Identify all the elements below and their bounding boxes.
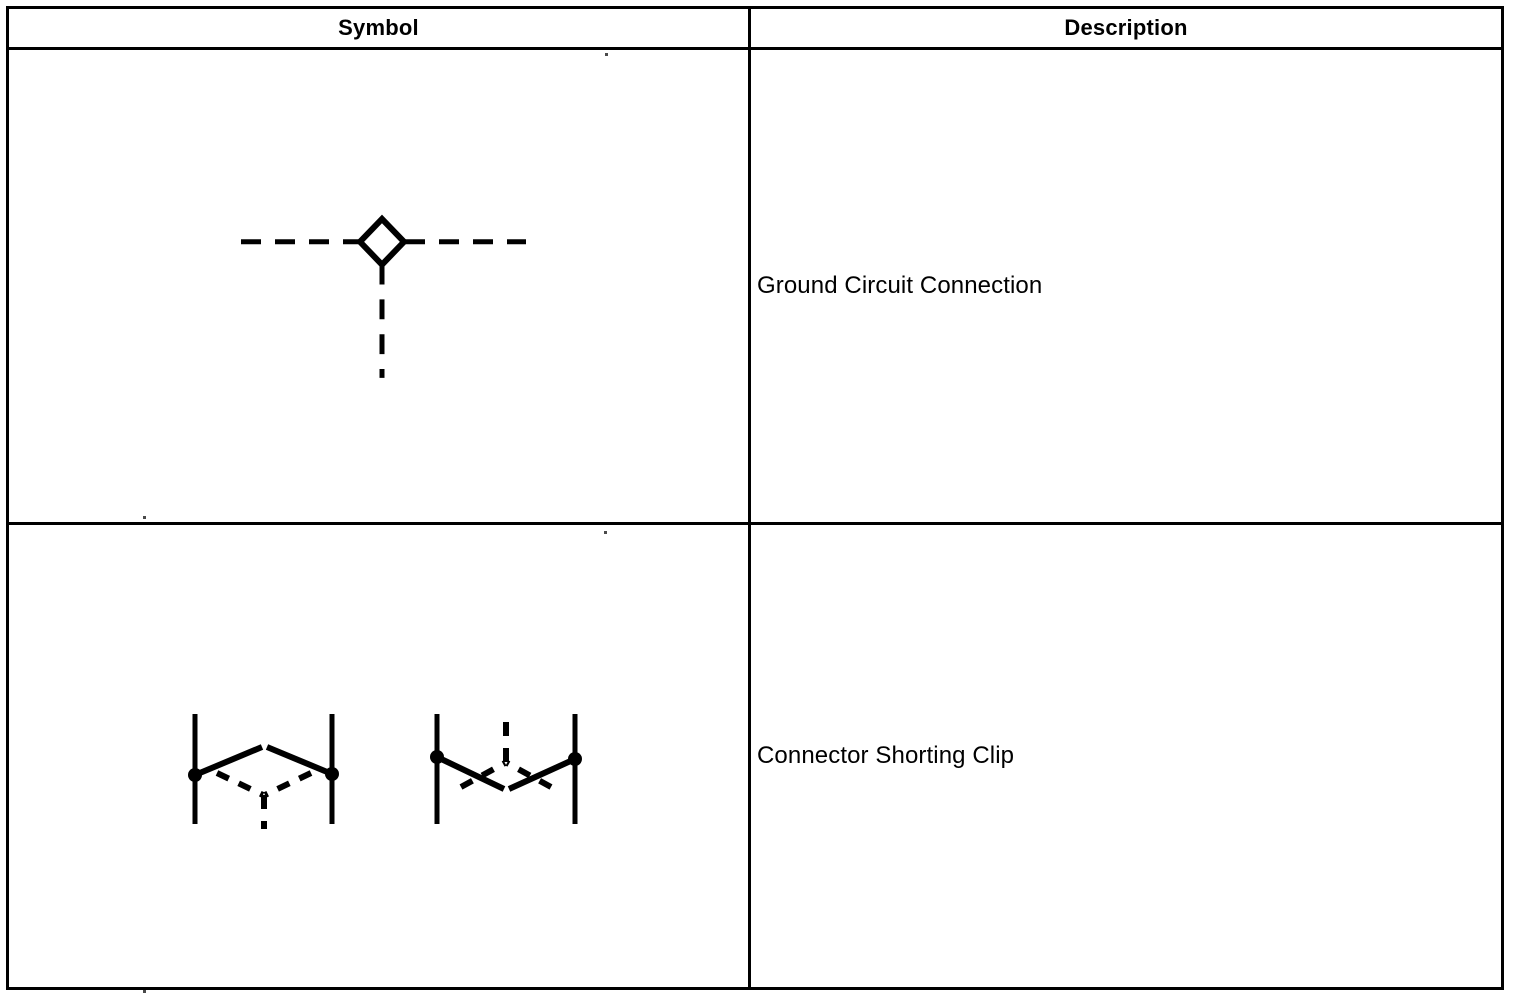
ground-diamond-outline	[355, 214, 409, 269]
table-row: Connector Shorting Clip	[9, 525, 1501, 987]
left-variant-solid-lead-left	[193, 744, 264, 778]
shorting-clip-variant-left	[188, 714, 339, 829]
description-cell-ground-circuit-connection: Ground Circuit Connection	[751, 50, 1501, 522]
description-cell-connector-shorting-clip: Connector Shorting Clip	[751, 525, 1501, 987]
right-variant-dashed-arm-left	[459, 760, 507, 790]
scan-speckle-0	[605, 53, 608, 56]
right-variant-solid-lead-right	[507, 756, 577, 792]
header-column-divider	[748, 9, 751, 47]
table-row: Ground Circuit Connection	[9, 50, 1501, 525]
row-two-column-divider	[748, 525, 751, 987]
right-variant-contact-dot-left	[430, 750, 444, 764]
symbol-legend-table: Symbol Description	[6, 6, 1504, 990]
header-label-symbol: Symbol	[338, 15, 419, 40]
table-header-row: Symbol Description	[9, 9, 1501, 50]
symbol-cell-ground-circuit-connection	[9, 50, 748, 522]
left-variant-contact-dot-right	[325, 767, 339, 781]
left-variant-solid-lead-right	[265, 744, 334, 777]
right-variant-contact-dot-right	[568, 752, 582, 766]
left-variant-contact-dot-left	[188, 768, 202, 782]
right-variant-solid-lead-left	[435, 754, 506, 792]
header-cell-symbol: Symbol	[9, 9, 748, 47]
header-label-description: Description	[1064, 15, 1188, 40]
connector-shorting-clip-symbol	[188, 711, 582, 829]
ground-circuit-connection-symbol	[241, 214, 526, 378]
left-variant-dashed-arm-right	[263, 770, 313, 798]
row-one-column-divider	[748, 50, 751, 522]
header-cell-description: Description	[751, 9, 1501, 47]
right-variant-dashed-arm-right	[505, 760, 553, 790]
shorting-clip-variant-right	[430, 711, 582, 824]
description-text: Connector Shorting Clip	[757, 742, 1015, 769]
scan-speckle-1	[143, 516, 146, 519]
scan-speckle-2	[604, 531, 607, 534]
left-variant-dashed-arm-left	[215, 770, 265, 798]
scan-speckle-3	[143, 990, 146, 993]
symbol-cell-connector-shorting-clip	[9, 525, 748, 987]
description-text: Ground Circuit Connection	[757, 272, 1043, 299]
